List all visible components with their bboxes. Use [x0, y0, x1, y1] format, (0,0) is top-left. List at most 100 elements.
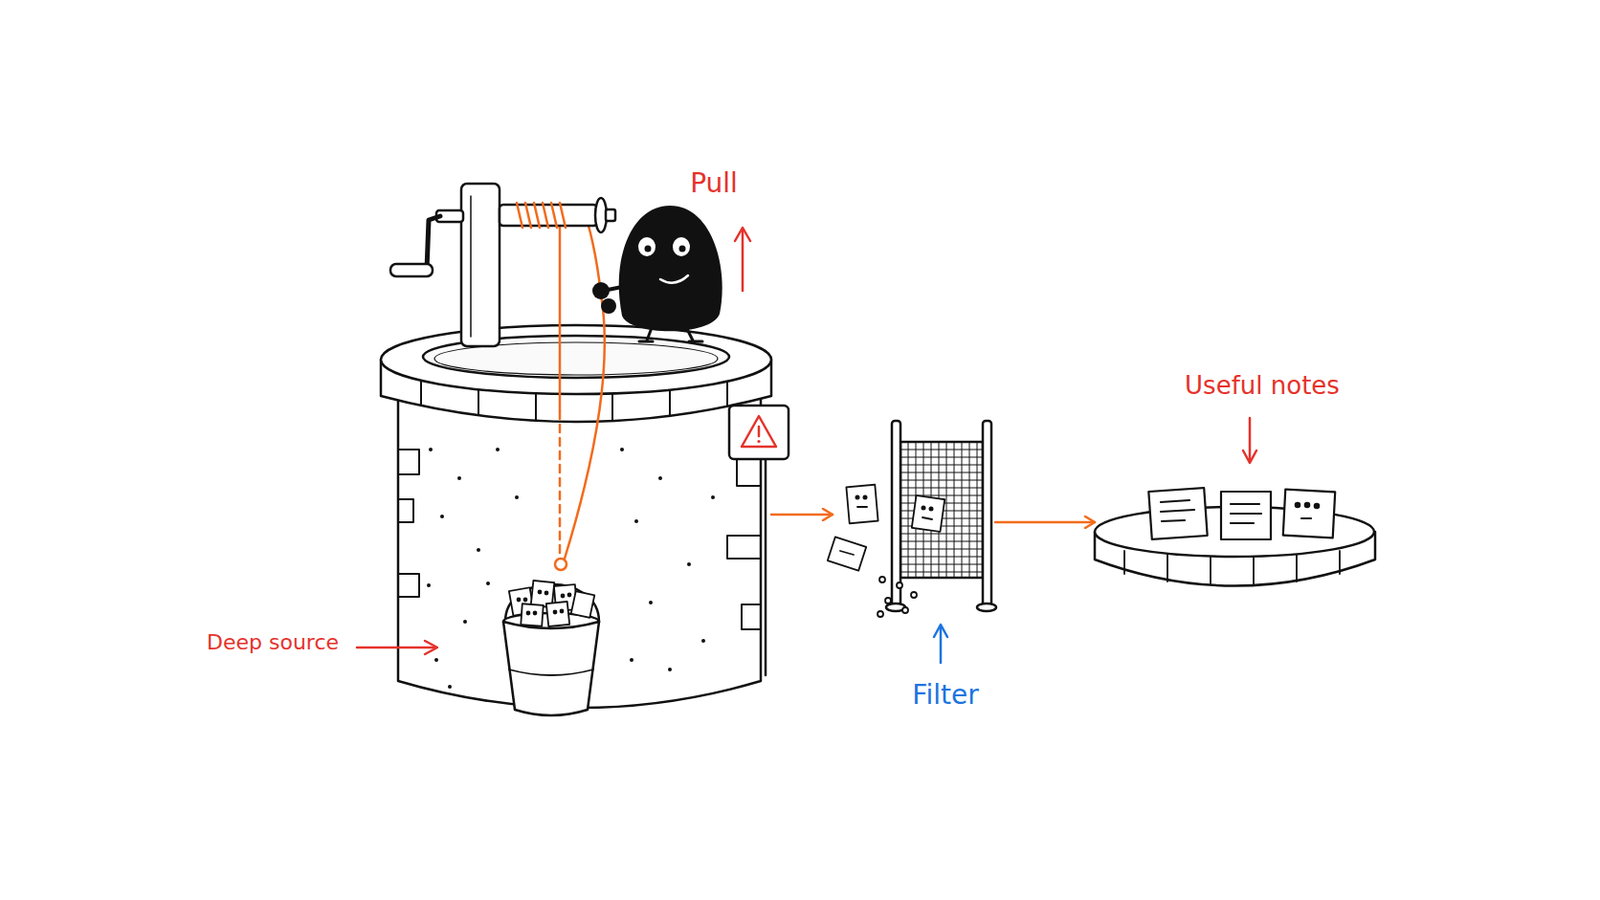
stone-joint	[726, 381, 729, 407]
rope-hidden-segment	[558, 411, 562, 559]
note-dot	[855, 495, 859, 499]
character-foot	[639, 340, 653, 344]
character-pupil	[679, 245, 687, 253]
note-line	[1160, 500, 1190, 503]
texture-dot	[514, 495, 519, 500]
rope	[555, 225, 605, 571]
note-line	[857, 506, 867, 509]
well-bricks	[398, 449, 761, 630]
note-line	[1301, 517, 1312, 520]
warning-mark	[757, 426, 761, 437]
note-dot	[533, 612, 537, 616]
note-dot	[1305, 503, 1310, 508]
leader-line	[1248, 418, 1252, 461]
texture-dot	[463, 620, 467, 624]
note-dot	[527, 612, 531, 616]
note-dot	[1314, 504, 1319, 509]
texture-dot	[440, 514, 445, 519]
callout-text: Useful notes	[1184, 372, 1340, 400]
brick	[398, 574, 420, 598]
character-eye	[672, 237, 690, 257]
flow-arrow	[995, 521, 1095, 525]
illustration-node: Useful notes	[1094, 478, 1376, 594]
note-dot	[921, 506, 925, 510]
stone-joint	[1252, 556, 1255, 585]
stone-joint	[611, 393, 614, 422]
texture-dot	[648, 600, 653, 605]
filtered-grit	[877, 577, 917, 618]
note-card	[1221, 491, 1271, 540]
brick	[727, 535, 761, 559]
stone-joint	[1338, 551, 1341, 575]
note-dot	[524, 599, 528, 602]
rope-coil	[516, 202, 523, 228]
rope-pulled	[564, 225, 605, 559]
note-platform	[1094, 488, 1376, 586]
filter-mesh	[900, 442, 983, 578]
stone-joint	[1123, 551, 1126, 575]
note-dot	[929, 507, 933, 511]
warning-dot	[756, 440, 760, 444]
note-line	[922, 517, 933, 520]
note-dot	[560, 610, 564, 614]
bucket	[503, 580, 600, 716]
leader-line	[939, 627, 943, 664]
character-hand	[600, 298, 617, 314]
callout-label: Pull	[689, 169, 738, 200]
note-dot	[517, 599, 521, 602]
texture-dot	[495, 447, 500, 452]
filter-post	[891, 421, 901, 607]
illustration-node: Deep source	[380, 326, 772, 710]
note-line	[1160, 510, 1195, 512]
axle-knob	[605, 209, 616, 222]
leader-head	[424, 641, 438, 655]
crank-handle	[390, 264, 433, 277]
leader-head	[1243, 450, 1257, 464]
note-card	[520, 603, 543, 626]
note-card	[1283, 489, 1335, 539]
well-rim-top	[380, 325, 772, 395]
grit-particle	[911, 592, 917, 599]
note-line	[1230, 522, 1254, 525]
rope-segment	[558, 225, 562, 412]
post-edge	[469, 196, 472, 337]
texture-dot	[667, 667, 672, 672]
brick	[398, 449, 420, 475]
stone-joint	[477, 389, 480, 416]
character-eye	[638, 237, 656, 257]
bucket-notes	[509, 580, 595, 627]
character-pupil	[644, 245, 652, 253]
texture-dot	[634, 519, 639, 524]
note-line	[1230, 512, 1262, 515]
rope-coil	[559, 202, 566, 228]
rope-coil	[542, 202, 549, 228]
texture-dot	[658, 476, 663, 481]
stone-joint	[668, 390, 671, 417]
character	[592, 205, 723, 342]
filtered-notes	[827, 485, 945, 572]
brick	[741, 604, 761, 630]
note-dot	[1295, 503, 1300, 508]
character-smile	[660, 275, 689, 284]
texture-dot	[629, 658, 634, 663]
texture-dot	[687, 562, 691, 567]
stone-joint	[1166, 555, 1169, 582]
filter-post	[982, 421, 992, 607]
leader-head	[933, 624, 948, 638]
bucket-body	[503, 622, 600, 716]
note-line	[1161, 520, 1185, 522]
note-card	[845, 485, 878, 524]
grit-particle	[877, 611, 884, 618]
grit-particle	[885, 598, 891, 604]
grit-particle	[879, 577, 886, 583]
leader-head	[734, 227, 751, 242]
post-foot	[977, 603, 997, 612]
texture-dot	[711, 495, 715, 500]
note-card	[1148, 488, 1207, 540]
texture-dot	[476, 548, 481, 553]
note-dot	[554, 611, 557, 615]
